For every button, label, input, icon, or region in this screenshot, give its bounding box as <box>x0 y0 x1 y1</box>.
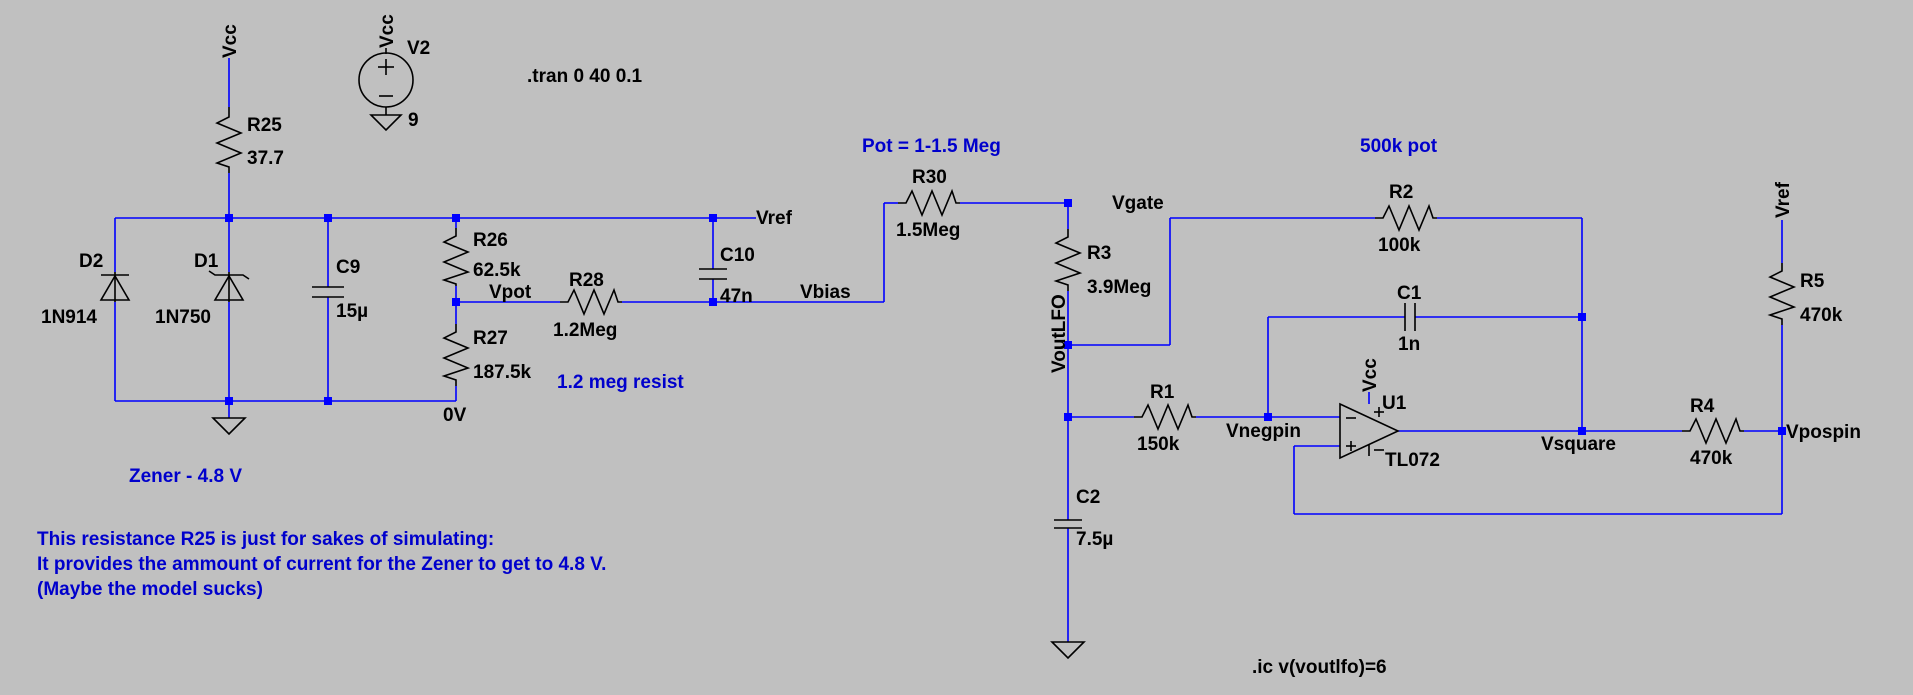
component-value: 1.2Meg <box>553 320 617 341</box>
component-value: 1n <box>1398 334 1420 355</box>
resistor-r27[interactable] <box>441 324 471 386</box>
spice-directive-ic[interactable]: .ic v(voutlfo)=6 <box>1252 657 1387 678</box>
capacitor-c2[interactable] <box>1054 519 1082 529</box>
comment-note-line1: This resistance R25 is just for sakes of… <box>37 529 494 550</box>
resistor-r1[interactable] <box>1134 402 1196 432</box>
net-label-vref: Vref <box>1773 181 1794 218</box>
component-value: 1.5Meg <box>896 220 960 241</box>
comment-zener: Zener - 4.8 V <box>129 466 242 487</box>
voltage-source-v2[interactable] <box>358 48 414 132</box>
component-name: D2 <box>79 251 103 272</box>
component-name: U1 <box>1382 393 1407 414</box>
spice-directive-tran[interactable]: .tran 0 40 0.1 <box>527 66 643 87</box>
resistor-r4[interactable] <box>1682 416 1744 446</box>
diode-d2[interactable] <box>99 272 131 302</box>
comment-pot: Pot = 1-1.5 Meg <box>862 136 1001 157</box>
component-value: 47n <box>720 286 753 307</box>
component-value: 150k <box>1137 434 1180 455</box>
junctions <box>225 199 1786 435</box>
component-name: R28 <box>569 270 604 291</box>
resistor-r28[interactable] <box>560 287 622 317</box>
net-label-vcc: Vcc <box>1360 358 1381 392</box>
component-name: R2 <box>1389 182 1413 203</box>
comment-500k-pot: 500k pot <box>1360 136 1438 157</box>
comment-1-2-meg: 1.2 meg resist <box>557 372 684 393</box>
component-name: R26 <box>473 230 508 251</box>
component-value: 15µ <box>336 301 368 322</box>
net-label-vref: Vref <box>756 208 793 229</box>
component-value: 7.5µ <box>1076 529 1113 550</box>
component-value: 470k <box>1800 305 1843 326</box>
component-name: R5 <box>1800 271 1825 292</box>
resistor-r3[interactable] <box>1053 229 1083 291</box>
net-label-vgate: Vgate <box>1112 193 1164 214</box>
zener-diode-d1[interactable] <box>208 270 250 302</box>
component-name: C10 <box>720 245 755 266</box>
ground-icon <box>211 417 247 436</box>
resistor-r30[interactable] <box>898 188 960 218</box>
component-name: C2 <box>1076 487 1100 508</box>
component-value: 62.5k <box>473 260 521 281</box>
component-value: 3.9Meg <box>1087 277 1151 298</box>
comment-note-line3: (Maybe the model sucks) <box>37 579 263 600</box>
resistor-r2[interactable] <box>1375 203 1437 233</box>
component-name: R30 <box>912 167 947 188</box>
net-label-vpospin: Vpospin <box>1786 422 1861 443</box>
resistor-r25[interactable] <box>214 107 244 173</box>
component-value: 1N914 <box>41 307 97 328</box>
component-value: 1N750 <box>155 307 211 328</box>
component-name: C1 <box>1397 283 1422 304</box>
capacitor-c10[interactable] <box>699 268 727 280</box>
net-label-voutlfo: VoutLFO <box>1049 294 1070 373</box>
component-name: R3 <box>1087 243 1111 264</box>
component-name: C9 <box>336 257 360 278</box>
component-value: 470k <box>1690 448 1733 469</box>
component-value: 187.5k <box>473 362 532 383</box>
component-value: 9 <box>408 110 419 131</box>
capacitor-c1[interactable] <box>1404 303 1416 331</box>
net-label-vcc: Vcc <box>377 14 398 48</box>
net-label-vpot: Vpot <box>489 282 532 303</box>
component-name: R4 <box>1690 396 1715 417</box>
component-name: R27 <box>473 328 508 349</box>
net-label-vbias: Vbias <box>800 282 851 303</box>
component-name: R25 <box>247 115 282 136</box>
component-value: 37.7 <box>247 148 284 169</box>
component-name: V2 <box>407 38 430 59</box>
comment-note-line2: It provides the ammount of current for t… <box>37 554 606 575</box>
resistor-r5[interactable] <box>1767 263 1797 325</box>
net-label-vsquare: Vsquare <box>1541 434 1616 455</box>
resistor-r26[interactable] <box>441 228 471 286</box>
component-name: R1 <box>1150 382 1175 403</box>
component-value: 100k <box>1378 235 1421 256</box>
net-label-0v: 0V <box>443 405 467 426</box>
opamp-u1[interactable] <box>1339 402 1400 460</box>
net-label-vcc: Vcc <box>220 24 241 58</box>
net-label-vnegpin: Vnegpin <box>1226 421 1301 442</box>
component-value: TL072 <box>1385 450 1440 471</box>
capacitor-c9[interactable] <box>312 286 344 298</box>
component-name: D1 <box>194 251 219 272</box>
ground-icon <box>1050 641 1086 660</box>
